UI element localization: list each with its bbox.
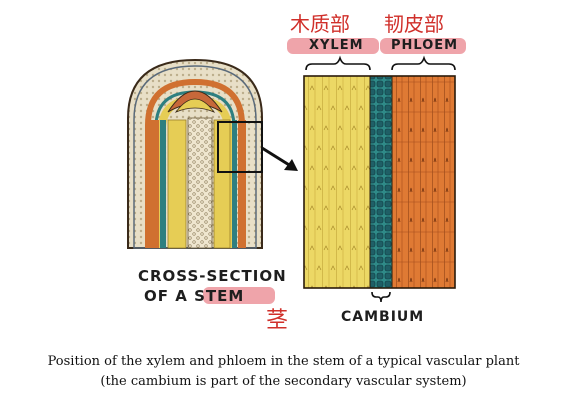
stem-cross-section: [127, 58, 263, 249]
stem-annotation: 茎: [266, 308, 289, 333]
cross-section-label-line1: CROSS-SECTION: [138, 267, 287, 285]
xylem-annotation: 木质部: [290, 12, 350, 36]
xylem-highlight: [287, 38, 379, 54]
zoom-arrow: [261, 146, 298, 171]
zoom-box: [217, 121, 263, 173]
of-a-text: OF A: [144, 287, 195, 305]
phloem-annotation: 韧皮部: [384, 12, 444, 36]
enlarged-tissue: [303, 75, 456, 289]
caption-line1: Position of the xylem and phloem in the …: [47, 354, 520, 369]
xylem-label: XYLEM: [309, 38, 364, 53]
brackets: [305, 55, 456, 303]
phloem-band: [392, 76, 455, 288]
caption-line2: (the cambium is part of the secondary va…: [100, 374, 467, 389]
stem-highlight: [203, 287, 275, 304]
phloem-highlight: [380, 38, 466, 54]
cambium-band: [370, 76, 392, 288]
xylem-band: [304, 76, 370, 288]
stem-label: STEM: [194, 287, 245, 305]
phloem-label: PHLOEM: [391, 38, 459, 53]
cross-section-label-line2: OF A STEM: [144, 287, 244, 305]
cambium-label: CAMBIUM: [341, 309, 425, 325]
